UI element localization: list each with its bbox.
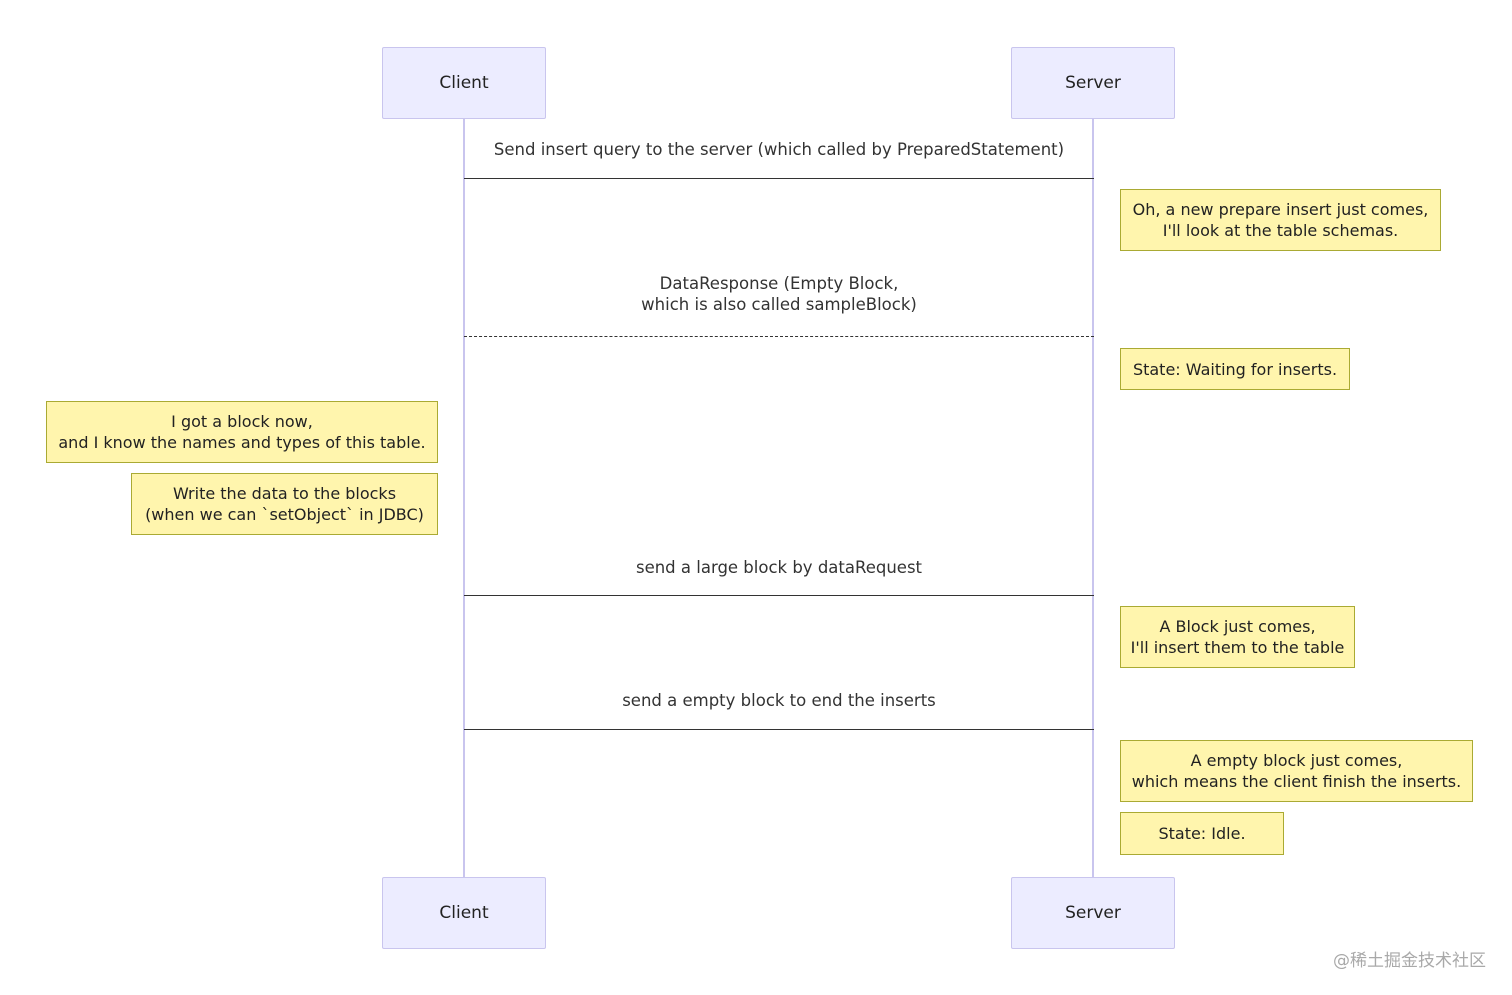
note-server-waiting: State: Waiting for inserts. <box>1120 348 1350 390</box>
message-label: send a empty block to end the inserts <box>622 691 936 710</box>
actor-client-bottom: Client <box>382 877 546 949</box>
message-arrow <box>464 595 1094 596</box>
message-label: send a large block by dataRequest <box>635 558 923 577</box>
actor-client-label: Client <box>439 903 489 923</box>
note-client-got-block: I got a block now, and I know the names … <box>46 401 438 463</box>
note-server-block-comes: A Block just comes, I'll insert them to … <box>1120 606 1355 668</box>
reply-arrow <box>464 336 1094 337</box>
actor-server-top: Server <box>1011 47 1175 119</box>
note-client-write-data: Write the data to the blocks (when we ca… <box>131 473 438 535</box>
actor-client-top: Client <box>382 47 546 119</box>
note-server-idle: State: Idle. <box>1120 812 1284 855</box>
actor-server-label: Server <box>1065 903 1121 923</box>
actor-server-bottom: Server <box>1011 877 1175 949</box>
message-label: DataResponse (Empty Block, which is also… <box>641 274 917 314</box>
actor-server-label: Server <box>1065 73 1121 93</box>
watermark: @稀土掘金技术社区 <box>1333 951 1486 971</box>
message-arrow <box>464 729 1094 730</box>
message-arrow <box>464 178 1094 179</box>
note-server-empty-block: A empty block just comes, which means th… <box>1120 740 1473 802</box>
client-lifeline <box>463 118 465 878</box>
note-server-prepare: Oh, a new prepare insert just comes, I'l… <box>1120 189 1441 251</box>
server-lifeline <box>1092 118 1094 878</box>
message-label: Send insert query to the server (which c… <box>493 140 1065 159</box>
actor-client-label: Client <box>439 73 489 93</box>
